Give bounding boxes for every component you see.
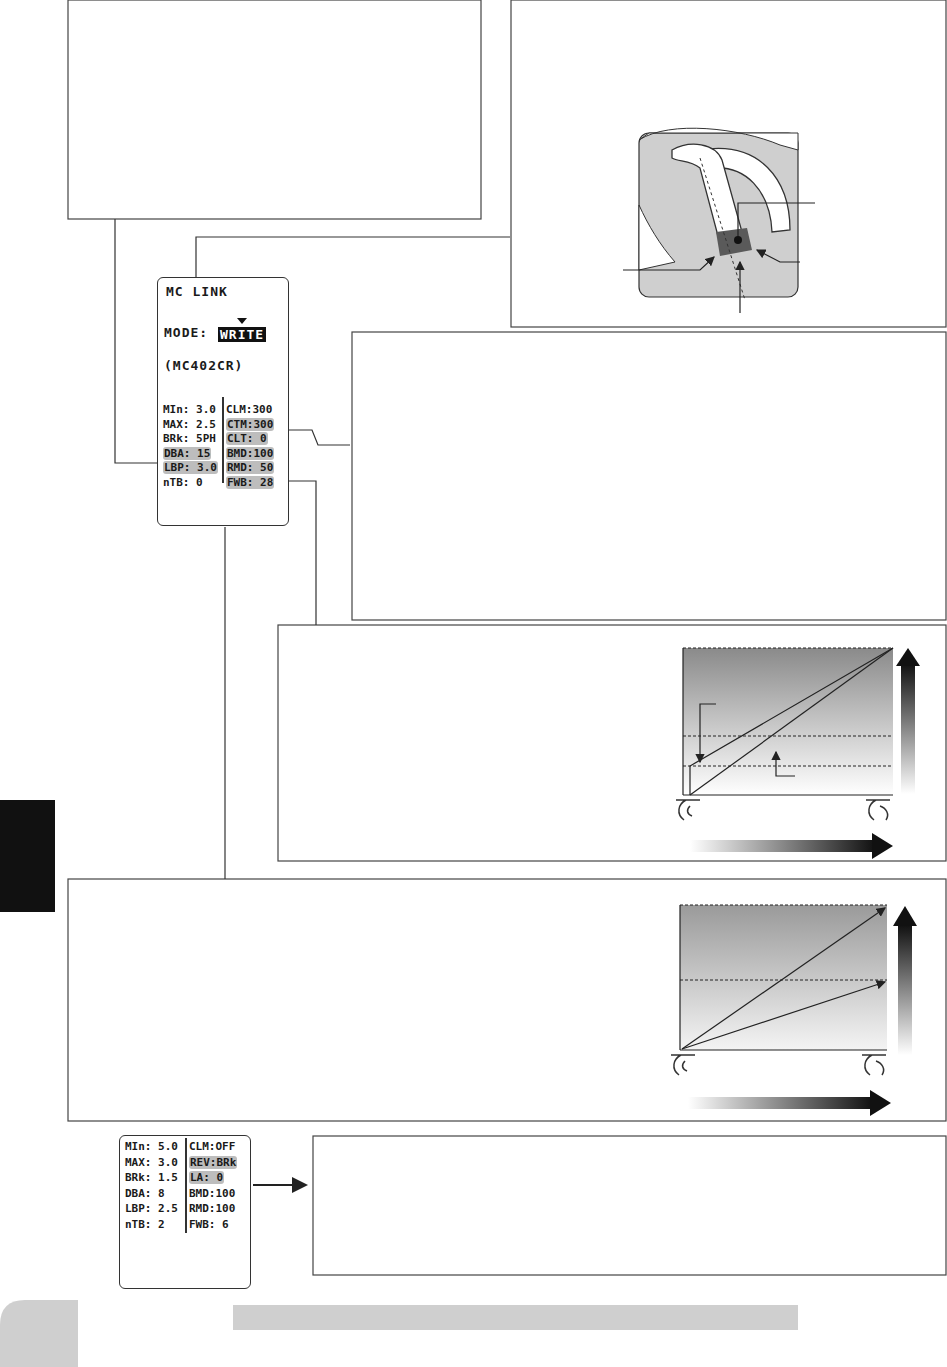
lcd-text: (MC402CR)	[164, 358, 243, 373]
lcd-text: BMD:100	[189, 1187, 235, 1200]
lcd-text: FWB: 6	[189, 1218, 229, 1231]
lcd-screen: MC LINK MODE: WRITE (MC402CR) MIn: 3.0 CLM:30…	[157, 277, 289, 526]
lcd-text: RMD: 50	[226, 461, 274, 474]
lcd-text: RMD:100	[189, 1202, 235, 1215]
lcd-text: BMD:100	[226, 447, 274, 460]
lcd-text: LA: 0	[189, 1171, 224, 1184]
lcd-text: MODE:	[164, 325, 208, 340]
lcd-text: MC LINK	[166, 284, 228, 299]
lcd-text: LBP: 3.0	[163, 461, 218, 474]
lcd-text: CLM:OFF	[189, 1140, 235, 1153]
lcd-text: DBA: 8	[125, 1187, 165, 1200]
column-divider	[222, 397, 224, 483]
lcd-text: FWB: 28	[226, 476, 274, 489]
lcd-text: BRk: 5PH	[163, 432, 216, 445]
lcd-text: nTB: 2	[125, 1218, 165, 1231]
lcd-text: BRk: 1.5	[125, 1171, 178, 1184]
lcd-text: MIn: 3.0	[163, 403, 216, 416]
lcd-text: MAX: 3.0	[125, 1156, 178, 1169]
lcd-text: REV:BRk	[189, 1156, 237, 1169]
lcd-text: CTM:300	[226, 418, 274, 431]
lcd-text: CLM:300	[226, 403, 272, 416]
lcd-text: LBP: 2.5	[125, 1202, 178, 1215]
lcd-text: DBA: 15	[163, 447, 211, 460]
column-divider	[185, 1138, 187, 1233]
mode-value: WRITE	[218, 327, 266, 342]
lcd-text: nTB: 0	[163, 476, 203, 489]
cursor-marker	[237, 318, 247, 324]
lcd-text: MIn: 5.0	[125, 1140, 178, 1153]
lcd-screen: MIn: 5.0 CLM:OFF MAX: 3.0 REV:BRkBRk: 1.5 LA…	[119, 1135, 251, 1289]
lcd-text: CLT: 0	[226, 432, 268, 445]
lcd-text: MAX: 2.5	[163, 418, 216, 431]
